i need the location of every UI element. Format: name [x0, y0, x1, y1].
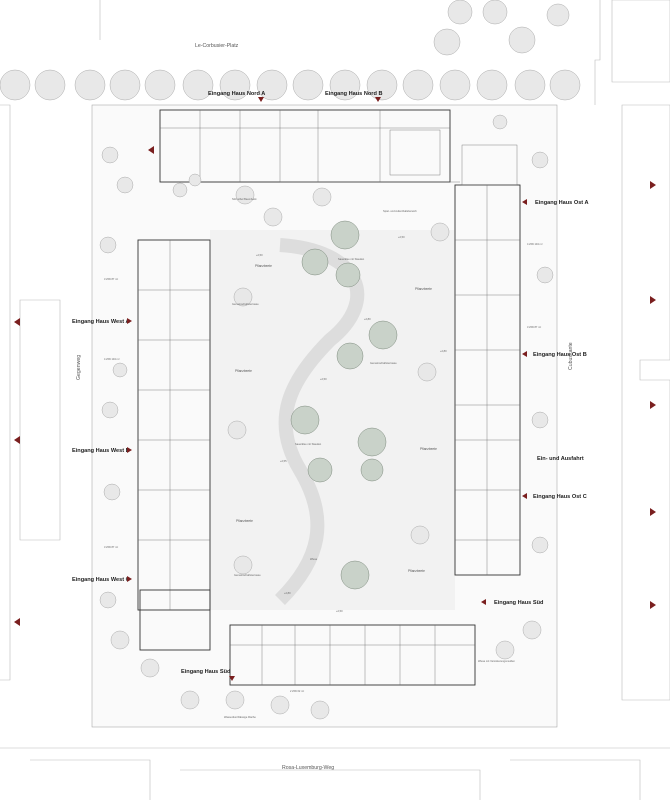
unit-tag: 3 ZiW 87 m²: [527, 325, 541, 329]
unit-tag: 4 ZiW 104 m²: [527, 242, 543, 246]
marker-icon: [127, 318, 132, 324]
unit-tag: 2 ZiW 62 m²: [290, 689, 304, 693]
level-label: +2,50: [320, 377, 327, 381]
label-gemeinschaft: Gemeinschaftsterrasse: [234, 573, 261, 577]
marker-icon: [229, 676, 235, 681]
margin-markers: [14, 146, 656, 626]
label-pflanzbeete: Pflanzbeete: [235, 369, 252, 373]
building-south: [139, 589, 476, 686]
entrance-sued-east: Eingang Haus Süd: [494, 600, 544, 606]
unit-tags: 3 ZiW 87 m² 4 ZiW 104 m² 3 ZiW 87 m² 4 Z…: [104, 242, 543, 693]
marker-icon: [522, 493, 527, 499]
entrance-nord-b: Eingang Haus Nord B: [325, 91, 383, 97]
label-gemeinschaft: Gemeinschaftsterrasse: [370, 361, 397, 365]
level-label: +2,80: [284, 591, 291, 595]
marker-icon: [375, 97, 381, 102]
marker-icon: [522, 199, 527, 205]
label-sitzmoebel: Sitzmöbel Baumbank: [232, 197, 257, 201]
entrance-ein-ausfahrt: Ein- und Ausfahrt: [537, 456, 584, 462]
entrance-nord-a: Eingang Haus Nord A: [208, 91, 265, 97]
street-south: Rosa-Luxemburg-Weg: [282, 765, 334, 771]
label-sauerkaeuze: Sauerklee mit Stauden: [295, 442, 322, 446]
marker-icon: [258, 97, 264, 102]
marker-icon: [127, 447, 132, 453]
marker-icon: [522, 351, 527, 357]
label-pflanzbeete: Pflanzbeete: [415, 287, 432, 291]
building-east: [454, 144, 521, 576]
label-wiese: Wiese: [310, 557, 318, 561]
level-label: +2,55: [280, 459, 287, 463]
street-north: Le-Corbusier-Platz: [195, 43, 239, 49]
level-label: +2,80: [364, 317, 371, 321]
entrance-ost-a: Eingang Haus Ost A: [535, 200, 589, 206]
building-west: [137, 239, 211, 611]
street-west: Gegenweg: [76, 355, 82, 380]
label-gemeinschaft: Gemeinschaftsterrasse: [232, 302, 259, 306]
edge-trees: [99, 114, 554, 720]
entrance-ost-b: Eingang Haus Ost B: [533, 352, 587, 358]
courtyard-annotations: Pflanzbeete Pflanzbeete Pflanzbeete Pfla…: [224, 197, 515, 719]
label-versickerung: Wiese mit Versickerungsmulden: [478, 659, 515, 663]
tree-row-north: [0, 0, 581, 101]
unit-tag: 3 ZiW 87 m²: [104, 545, 118, 549]
label-wasser: Wasserdurchlässige Fläche: [224, 715, 256, 719]
level-label: +2,50: [398, 235, 405, 239]
building-north: [159, 109, 460, 198]
entrance-sued-south: Eingang Haus Süd: [181, 669, 231, 675]
label-sauerkaeuze: Sauerklee mit Stauden: [338, 257, 365, 261]
marker-icon: [127, 576, 132, 582]
entrance-west-a: Eingang Haus West A: [72, 319, 130, 325]
level-annotations: +2,50 +2,50 +2,80 +2,50 +2,55 +2,80 +2,5…: [256, 235, 447, 613]
level-label: +2,50: [336, 609, 343, 613]
label-pflanzbeete: Pflanzbeete: [236, 519, 253, 523]
marker-icon: [481, 599, 486, 605]
unit-tag: 3 ZiW 87 m²: [104, 277, 118, 281]
street-east: Cubuskante: [568, 342, 574, 370]
level-label: +2,50: [256, 253, 263, 257]
entrance-markers: Eingang Haus Nord A Eingang Haus Nord B …: [72, 91, 589, 681]
entrance-ost-c: Eingang Haus Ost C: [533, 494, 587, 500]
label-spiel: Spiel- und Aufenthaltsbereich: [383, 209, 417, 213]
label-pflanzbeete: Pflanzbeete: [420, 447, 437, 451]
label-pflanzbeete: Pflanzbeete: [408, 569, 425, 573]
courtyard: [210, 185, 455, 610]
entrance-west-b: Eingang Haus West B: [72, 448, 130, 454]
entrance-west-c: Eingang Haus West C: [72, 577, 130, 583]
unit-tag: 4 ZiW 104 m²: [104, 357, 120, 361]
label-pflanzbeete: Pflanzbeete: [255, 264, 272, 268]
level-label: +2,80: [440, 349, 447, 353]
